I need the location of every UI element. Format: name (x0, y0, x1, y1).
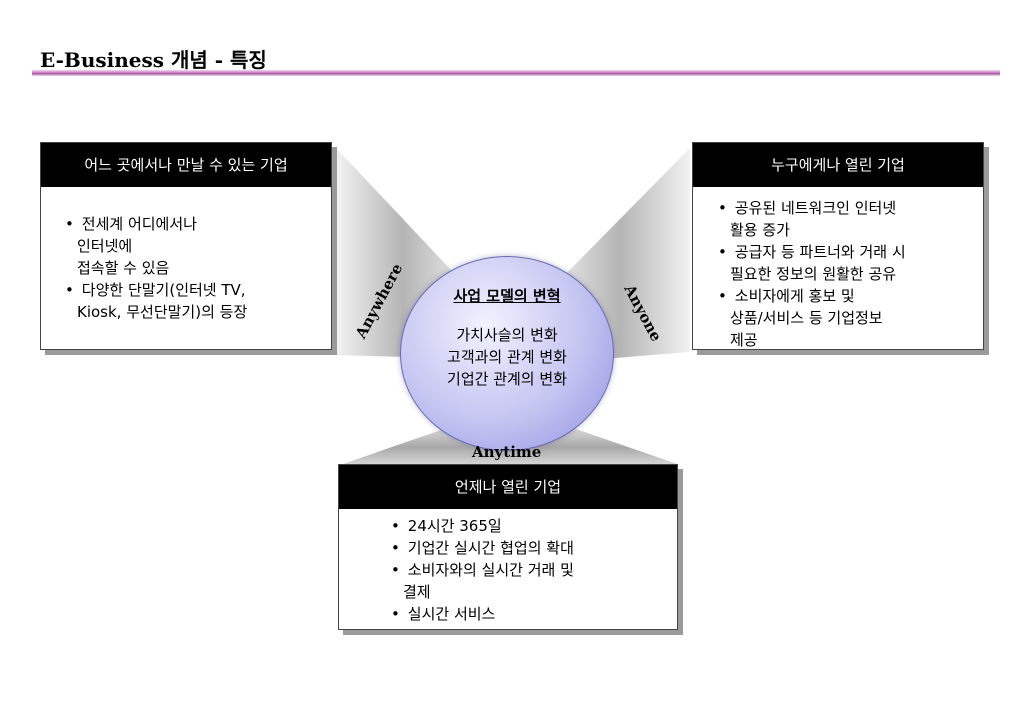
card-anywhere: 어느 곳에서나 만날 수 있는 기업 전세계 어디에서나 인터넷에 접속할 수 … (40, 142, 332, 350)
list-item: 공유된 네트워크인 인터넷 (718, 197, 983, 219)
list-item-continuation: 제공 (730, 331, 758, 349)
card-anytime-heading: 언제나 열린 기업 (339, 465, 677, 509)
list-item: 실시간 서비스 (391, 603, 677, 625)
list-item: 공급자 등 파트너와 거래 시 (718, 241, 983, 263)
list-item: 소비자에게 홍보 및 (718, 285, 983, 307)
list-item: 전세계 어디에서나 (65, 213, 331, 235)
title-underline (32, 70, 1000, 76)
business-model-circle: 사업 모델의 변혁 가치사슬의 변화 고객과의 관계 변화 기업간 관계의 변화 (400, 256, 614, 451)
list-item-continuation: 결제 (403, 583, 431, 601)
axis-label-anytime: Anytime (472, 443, 542, 461)
card-anywhere-heading: 어느 곳에서나 만날 수 있는 기업 (41, 143, 331, 187)
list-item: 기업간 실시간 협업의 확대 (391, 537, 677, 559)
card-anytime: 언제나 열린 기업 24시간 365일 기업간 실시간 협업의 확대 소비자와의… (338, 464, 678, 630)
circle-line: 고객과의 관계 변화 (447, 348, 567, 366)
list-item-continuation: 활용 증가 (730, 221, 790, 239)
list-item-continuation: 상품/서비스 등 기업정보 (730, 309, 883, 327)
circle-line: 가치사슬의 변화 (456, 326, 558, 344)
list-item: 24시간 365일 (391, 515, 677, 537)
list-item-continuation: 인터넷에 (77, 237, 133, 255)
list-item: 소비자와의 실시간 거래 및 (391, 559, 677, 581)
card-anyone-heading: 누구에게나 열린 기업 (693, 143, 983, 187)
list-item-continuation: 접속할 수 있음 (77, 259, 170, 277)
page-title: E-Business 개념 - 특징 (40, 48, 267, 72)
list-item: 다양한 단말기(인터넷 TV, (65, 279, 331, 301)
list-item-continuation: 필요한 정보의 원활한 공유 (730, 265, 897, 283)
circle-title: 사업 모델의 변혁 (453, 287, 561, 305)
circle-line: 기업간 관계의 변화 (447, 370, 567, 388)
card-anyone: 누구에게나 열린 기업 공유된 네트워크인 인터넷 활용 증가 공급자 등 파트… (692, 142, 984, 350)
list-item-continuation: Kiosk, 무선단말기)의 등장 (77, 303, 248, 321)
